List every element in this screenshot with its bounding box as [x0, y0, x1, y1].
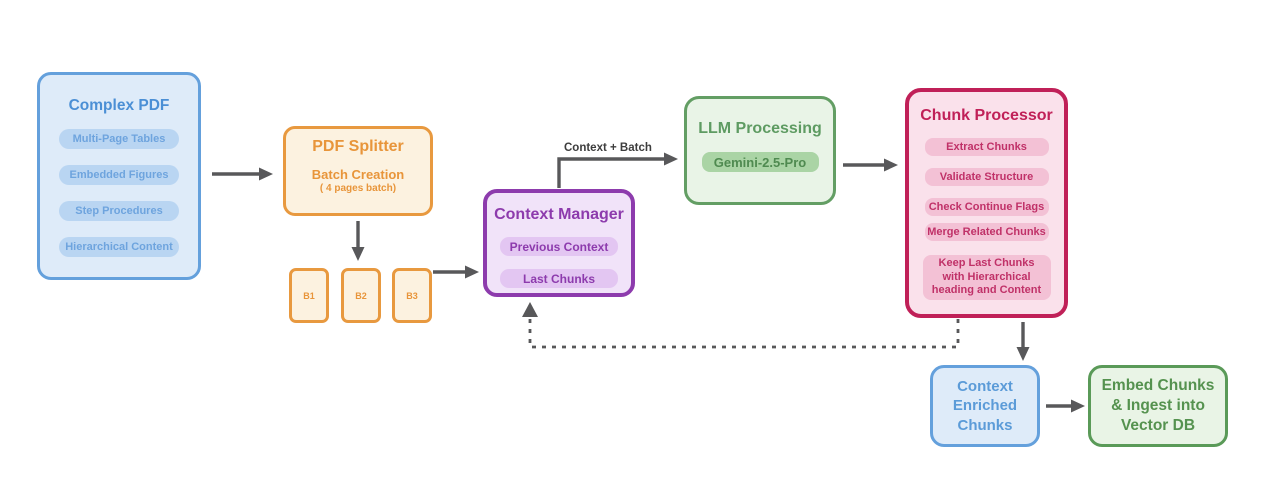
node-embed-chunks-vector-db: Embed Chunks & Ingest into Vector DB	[1088, 365, 1228, 447]
arrowhead-right-icon	[1071, 399, 1085, 413]
dashed-feedback-line	[528, 316, 960, 349]
node-complex-pdf: Complex PDF Multi-Page Tables Embedded F…	[37, 72, 201, 280]
pill-list: Previous Context Last Chunks	[487, 237, 631, 288]
node-title: Chunk Processor	[920, 107, 1053, 124]
splitter-note: ( 4 pages batch)	[319, 183, 397, 194]
node-title: LLM Processing	[698, 120, 822, 137]
node-context-enriched-chunks: Context Enriched Chunks	[930, 365, 1040, 447]
pill-gemini-model: Gemini-2.5-Pro	[701, 152, 819, 172]
pill-step-procedures: Step Procedures	[59, 201, 179, 221]
node-title: Context Manager	[494, 206, 624, 223]
arrowhead-down-icon	[351, 247, 365, 261]
pill-embedded-figures: Embedded Figures	[59, 165, 179, 185]
pill-keep-last-chunks: Keep Last Chunks with Hierarchical headi…	[922, 255, 1051, 300]
node-context-manager: Context Manager Previous Context Last Ch…	[483, 189, 635, 297]
pill-extract-chunks: Extract Chunks	[924, 138, 1049, 156]
arrowhead-down-icon	[1016, 347, 1030, 361]
pill-multi-page-tables: Multi-Page Tables	[59, 129, 179, 149]
node-title: PDF Splitter	[312, 138, 404, 155]
arrowhead-right-icon	[664, 152, 678, 166]
node-chunk-processor: Chunk Processor Extract Chunks Validate …	[905, 88, 1068, 318]
pill-check-continue-flags: Check Continue Flags	[924, 198, 1049, 216]
node-title: Embed Chunks & Ingest into Vector DB	[1101, 377, 1215, 434]
pill-list: Multi-Page Tables Embedded Figures Step …	[40, 129, 198, 257]
node-batch-b2: B2	[341, 268, 381, 323]
node-llm-processing: LLM Processing Gemini-2.5-Pro	[684, 96, 836, 205]
edge-label-context-batch: Context + Batch	[564, 142, 652, 154]
node-title: Complex PDF	[68, 97, 170, 114]
arrowhead-up-icon	[522, 302, 538, 317]
pill-validate-structure: Validate Structure	[924, 168, 1049, 186]
arrow-contextmanager-to-llm	[557, 157, 664, 188]
pill-keep-last-chunks-text: Keep Last Chunks with Hierarchical headi…	[931, 257, 1042, 296]
node-pdf-splitter: PDF Splitter Batch Creation ( 4 pages ba…	[283, 126, 433, 216]
pill-hierarchical-content: Hierarchical Content	[59, 237, 179, 257]
arrowhead-right-icon	[884, 158, 898, 172]
pill-merge-related-chunks: Merge Related Chunks	[924, 223, 1049, 241]
pill-last-chunks: Last Chunks	[500, 269, 618, 288]
splitter-subtitle: Batch Creation	[311, 167, 405, 182]
arrowhead-right-icon	[465, 265, 479, 279]
node-batch-b1: B1	[289, 268, 329, 323]
node-title: Context Enriched Chunks	[952, 377, 1018, 434]
arrowhead-right-icon	[259, 167, 273, 181]
pill-previous-context: Previous Context	[500, 237, 618, 256]
node-batch-b3: B3	[392, 268, 432, 323]
